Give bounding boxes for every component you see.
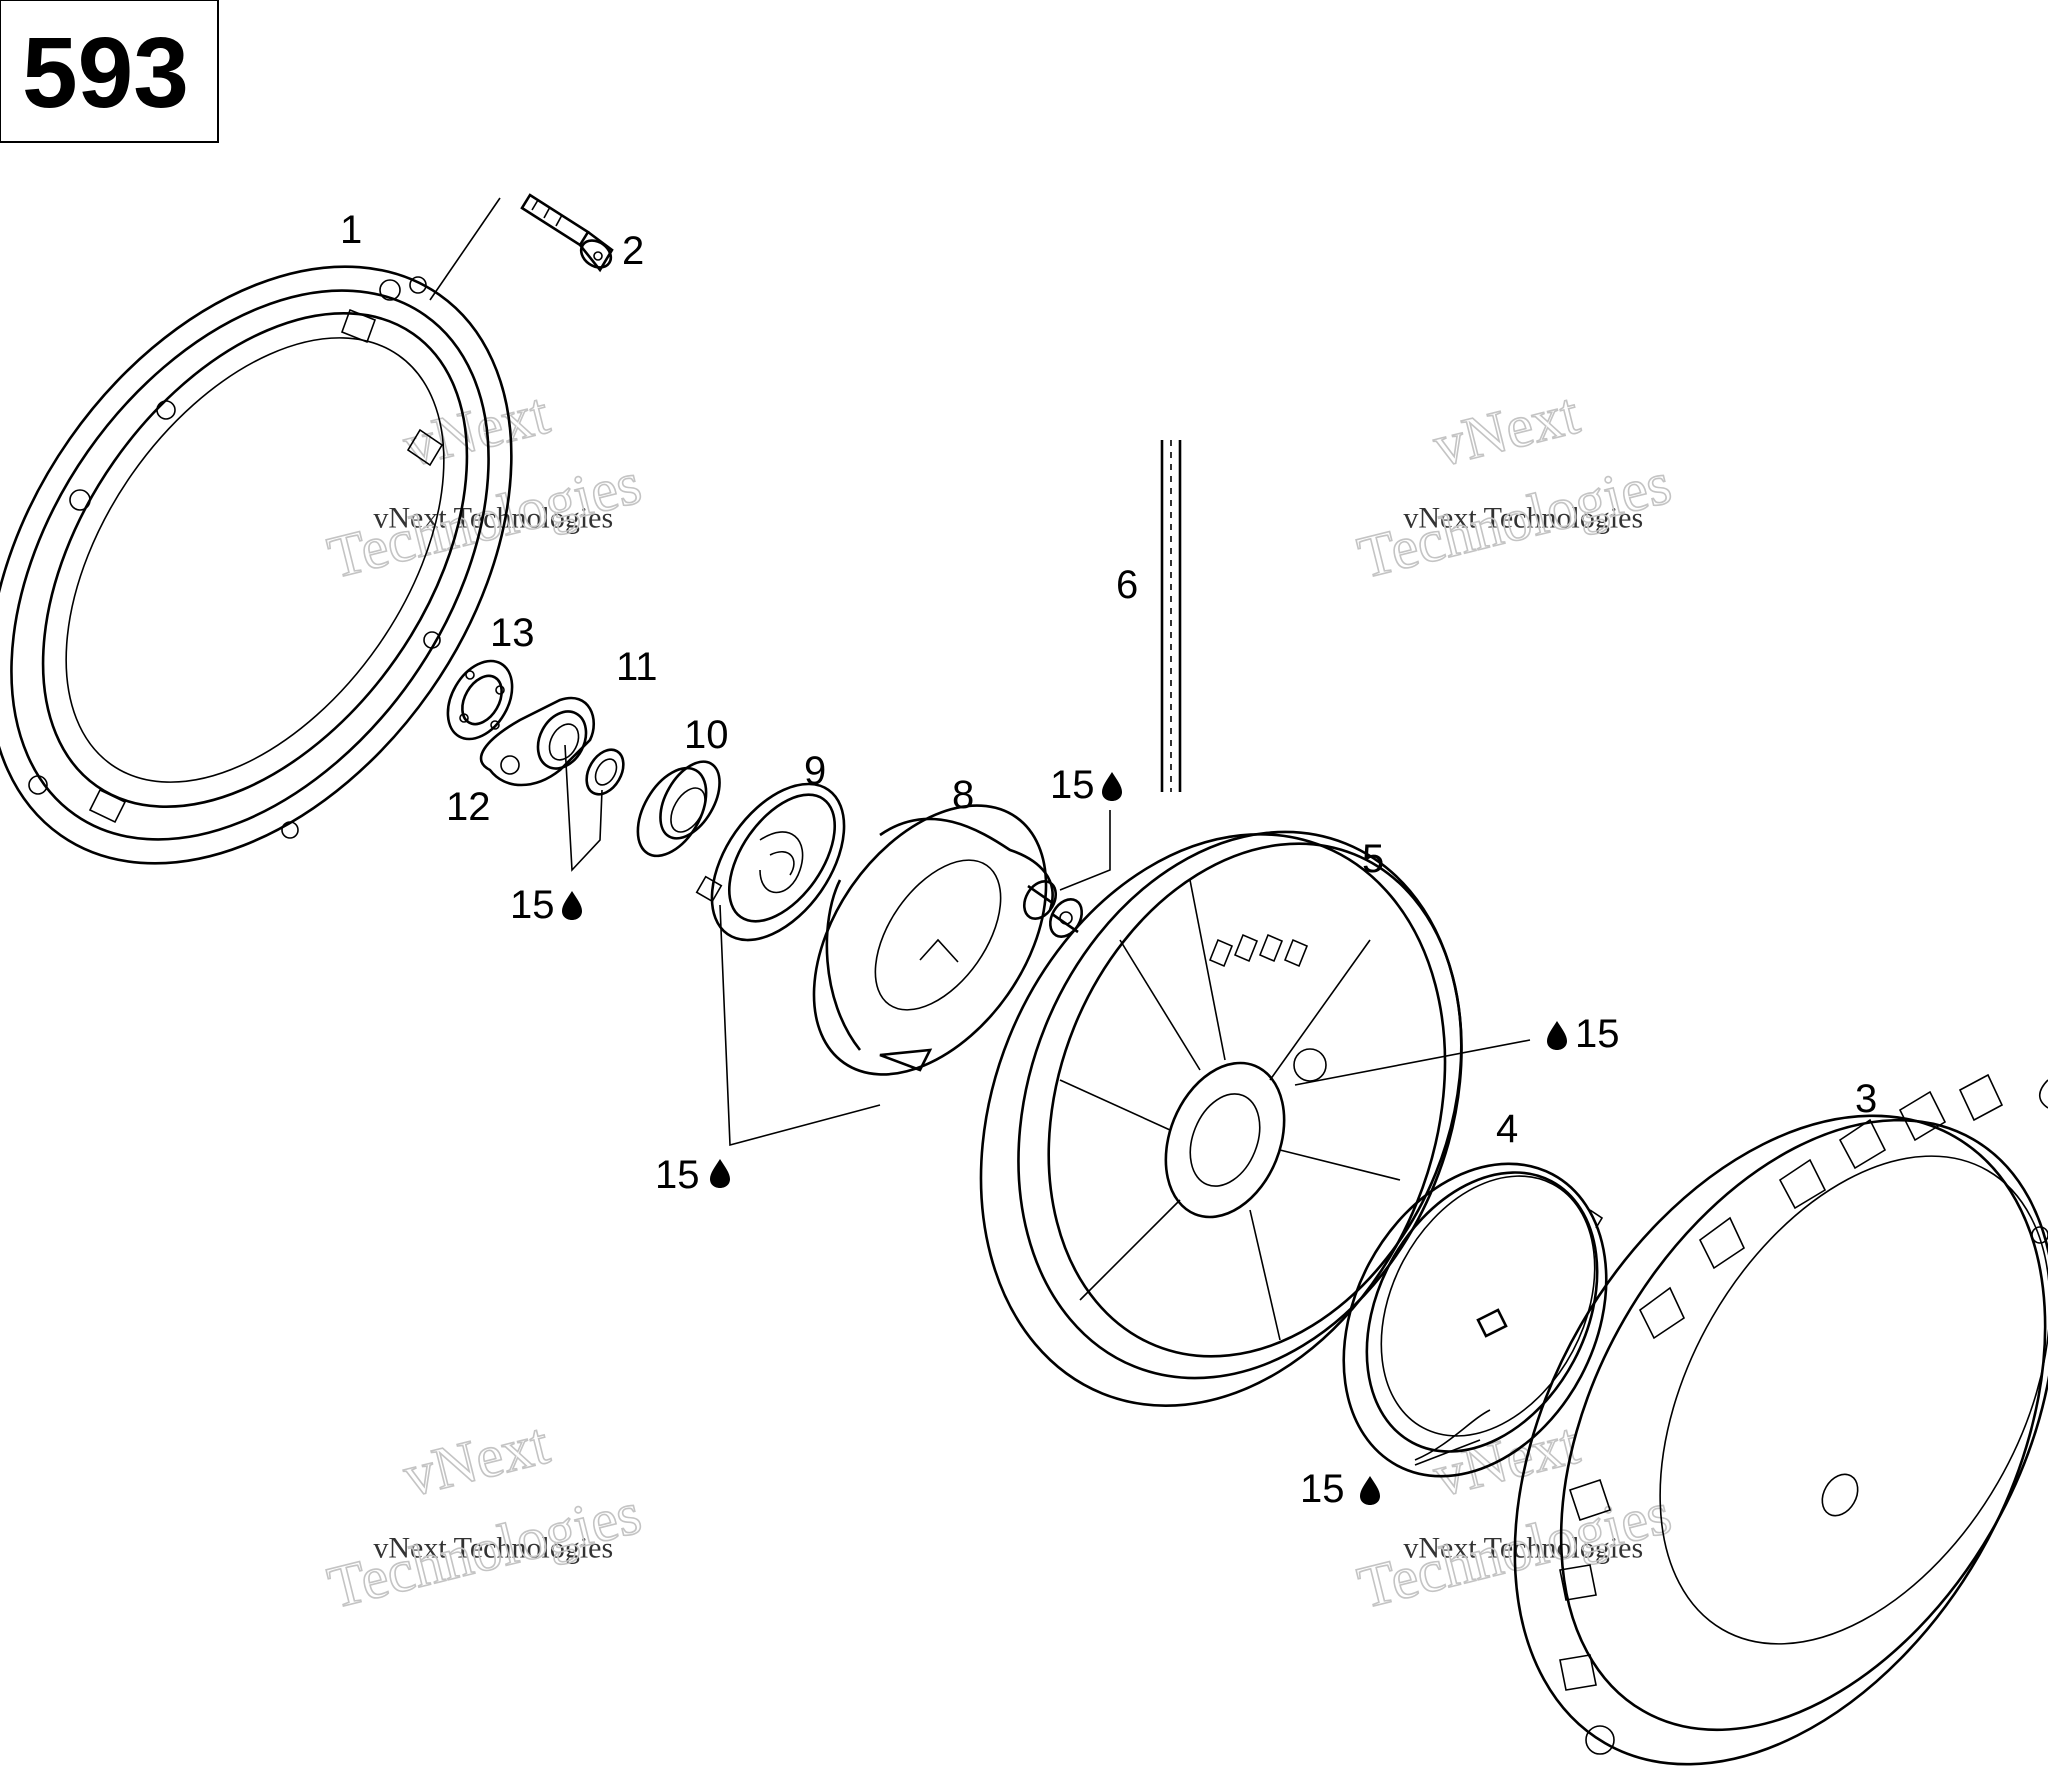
callout-15: 15 bbox=[1575, 1012, 1620, 1056]
leader-lines bbox=[564, 744, 1531, 1466]
callout-12: 12 bbox=[446, 785, 491, 829]
part-9-pawl bbox=[695, 782, 846, 942]
watermark-text: vNext Technologies bbox=[1403, 501, 1643, 534]
oil-drop-icon bbox=[710, 1159, 730, 1188]
watermark-text: Technologies bbox=[1352, 450, 1678, 591]
callout-5: 5 bbox=[1362, 837, 1384, 881]
part-11-washer bbox=[585, 748, 625, 796]
callout-10: 10 bbox=[684, 713, 729, 757]
part-1-housing bbox=[0, 265, 513, 865]
part-13-bearing bbox=[446, 659, 514, 741]
oil-drop-icon bbox=[562, 891, 582, 920]
callout-labels: 1 2 3 4 5 6 8 9 10 11 12 13 15 15 15 15 … bbox=[340, 208, 1877, 1511]
callout-11: 11 bbox=[616, 645, 658, 689]
part-10-bushing bbox=[636, 760, 721, 858]
callout-15: 15 bbox=[510, 883, 555, 927]
watermark-text: vNext bbox=[397, 380, 556, 480]
callout-8: 8 bbox=[952, 773, 974, 817]
part-8-pin bbox=[1022, 880, 1084, 938]
watermark-text: vNext Technologies bbox=[373, 1531, 613, 1564]
part-5-pulley bbox=[979, 830, 1463, 1407]
callout-2: 2 bbox=[622, 229, 644, 273]
oil-drop-icon bbox=[1102, 772, 1122, 801]
page-number: 593 bbox=[22, 17, 189, 129]
part-6-rope bbox=[1160, 440, 1182, 792]
callout-4: 4 bbox=[1496, 1107, 1518, 1151]
part-4-spring bbox=[1342, 1162, 1608, 1478]
watermark-bottom-left: vNext vNext Technologies Technologies bbox=[321, 1409, 648, 1622]
part-8-cam bbox=[812, 804, 1054, 1076]
watermark-top-left: vNext vNext Technologies Technologies bbox=[321, 379, 648, 592]
callout-9: 9 bbox=[804, 749, 826, 793]
callout-1: 1 bbox=[340, 208, 362, 252]
callout-13: 13 bbox=[490, 611, 535, 655]
part-2-screw bbox=[520, 193, 614, 273]
watermark-text: Technologies bbox=[322, 1480, 648, 1621]
oil-drop-icon bbox=[1360, 1476, 1380, 1505]
watermark-top-right: vNext vNext Technologies Technologies bbox=[1351, 379, 1678, 592]
watermark-text: vNext Technologies bbox=[373, 501, 613, 534]
watermark-bottom-right: vNext vNext Technologies Technologies bbox=[1351, 1409, 1678, 1622]
watermark-text: vNext Technologies bbox=[1403, 1531, 1643, 1564]
watermark-text: vNext bbox=[397, 1410, 556, 1510]
leader-line bbox=[429, 197, 501, 301]
part-3-cover bbox=[1513, 1073, 2048, 1766]
callout-6: 6 bbox=[1116, 563, 1138, 607]
callout-3: 3 bbox=[1855, 1077, 1877, 1121]
watermark-text: Technologies bbox=[322, 450, 648, 591]
watermark-text: vNext bbox=[1427, 380, 1586, 480]
callout-15: 15 bbox=[1050, 763, 1095, 807]
callout-15: 15 bbox=[655, 1153, 700, 1197]
part-12-plate bbox=[479, 696, 595, 787]
watermark-text: vNext bbox=[1427, 1410, 1586, 1510]
page-number-box: 593 bbox=[0, 0, 219, 143]
callout-15: 15 bbox=[1300, 1467, 1345, 1511]
oil-drop-icon bbox=[1547, 1021, 1567, 1050]
